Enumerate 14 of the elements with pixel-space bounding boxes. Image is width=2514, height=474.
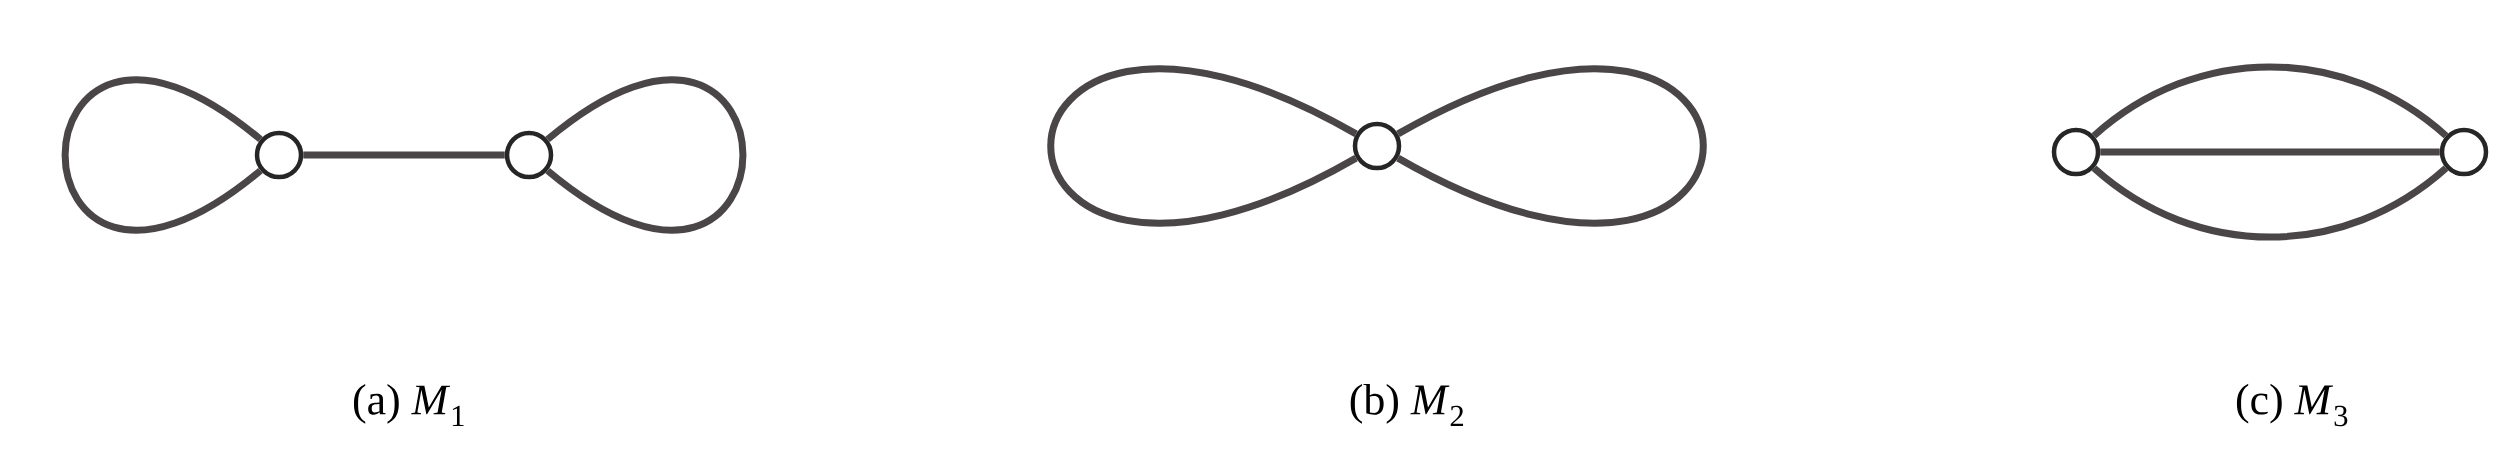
vertex-circle [2439, 127, 2489, 177]
subfigure-caption: (a) M$_{1}$ [353, 383, 464, 427]
edge-line [2091, 165, 2449, 241]
vertex-circle [504, 130, 554, 180]
loop-line [1048, 67, 1358, 225]
vertex-circle [254, 130, 304, 180]
subfigure-caption: (c) M$_{3}$ [2236, 383, 2348, 427]
edge-line [2091, 63, 2449, 139]
subfigure-caption: (b) M$_{2}$ [1350, 383, 1464, 427]
vertex-circle [2051, 127, 2101, 177]
loop-line [1396, 67, 1706, 225]
loop-line [545, 77, 746, 233]
loop-line [62, 77, 263, 233]
vertex-circle [1352, 121, 1402, 171]
